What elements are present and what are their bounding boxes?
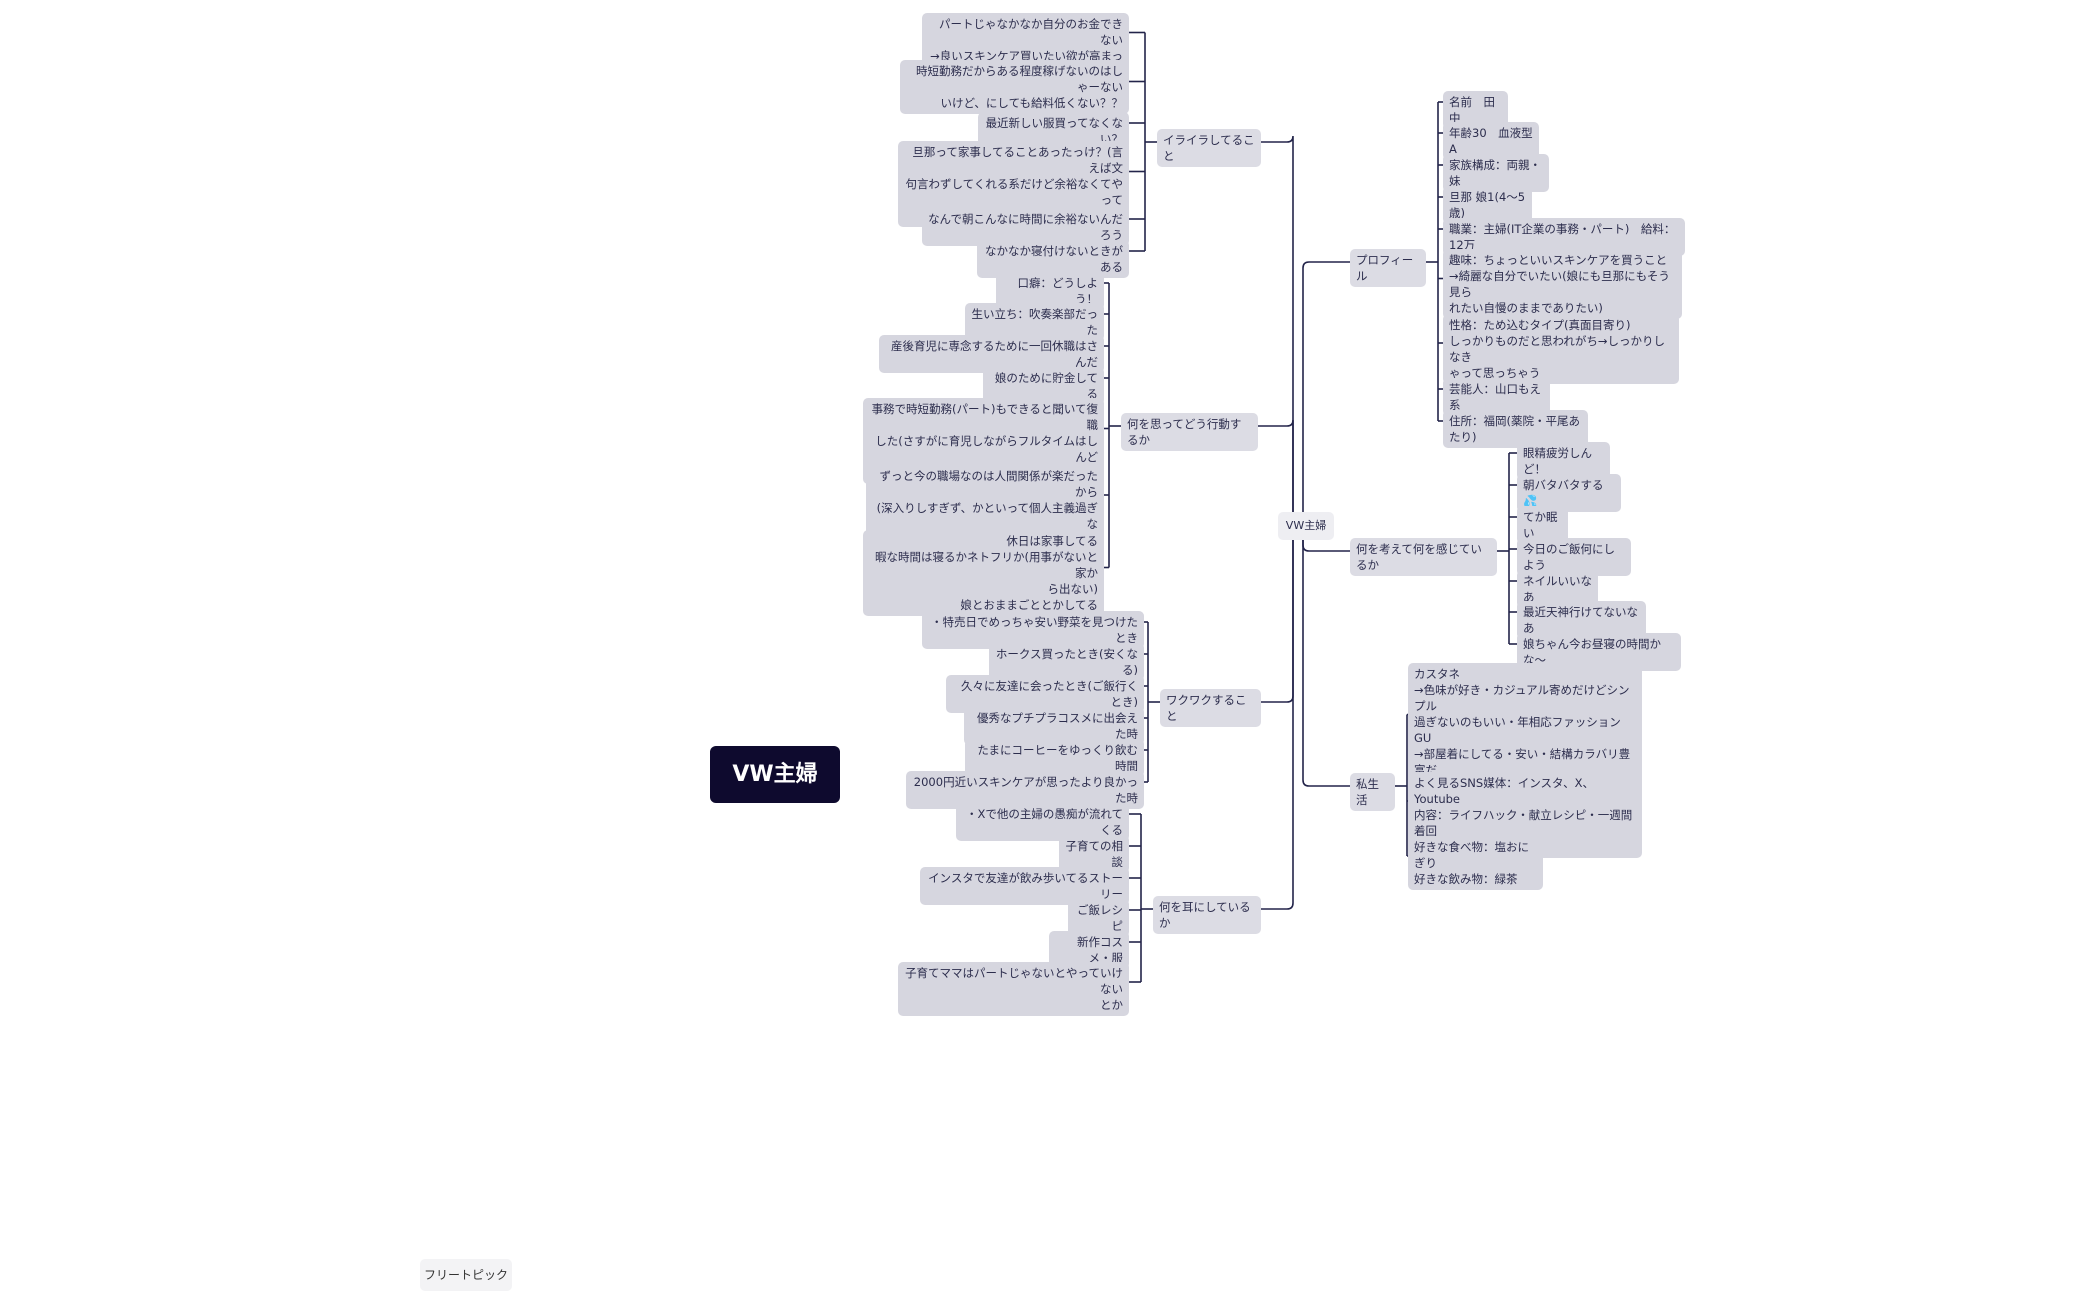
topic-mimi-2[interactable]: インスタで友達が飲み歩いてるストーリー [920, 867, 1129, 905]
topic-mimi-0[interactable]: ・Xで他の主婦の愚痴が流れてくる [956, 803, 1129, 841]
link-center-mimi [1261, 525, 1294, 910]
topic-wakuwaku-5[interactable]: 2000円近いスキンケアが思ったより良かった時 [906, 771, 1144, 809]
branch-omoi[interactable]: 何を思ってどう行動するか [1121, 413, 1258, 451]
topic-mimi-1[interactable]: 子育ての相談 [1059, 835, 1129, 873]
topic-profile-5[interactable]: 趣味：ちょっといいスキンケアを買うこと →綺麗な自分でいたい(娘にも旦那にもそう… [1443, 249, 1682, 319]
title-card[interactable]: VW主婦 [710, 746, 840, 803]
free-topic-button[interactable]: フリートピック [420, 1259, 512, 1291]
branch-kangae[interactable]: 何を考えて何を感じているか [1350, 538, 1497, 576]
link-center-private [1302, 525, 1350, 787]
topic-profile-2[interactable]: 家族構成：両親・妹 [1443, 154, 1549, 192]
topic-wakuwaku-4[interactable]: たまにコーヒーをゆっくり飲む時間 [965, 739, 1144, 777]
topic-omoi-1[interactable]: 生い立ち：吹奏楽部だった [965, 303, 1104, 341]
branch-profile[interactable]: プロフィール [1350, 249, 1426, 287]
branch-wakuwaku[interactable]: ワクワクすること [1160, 689, 1261, 727]
branch-mimi[interactable]: 何を耳にしているか [1153, 896, 1261, 934]
topic-profile-7[interactable]: 芸能人：山口もえ系 [1443, 378, 1550, 416]
topic-kangae-0[interactable]: 眼精疲労しんど！ [1517, 442, 1610, 480]
topic-wakuwaku-1[interactable]: ホークス買ったとき(安くなる) [989, 643, 1144, 681]
topic-kangae-1[interactable]: 朝バタバタする💦 [1517, 474, 1621, 512]
branch-private[interactable]: 私生活 [1350, 773, 1395, 811]
topic-kangae-3[interactable]: 今日のご飯何にしよう [1517, 538, 1631, 576]
topic-profile-3[interactable]: 旦那 娘1(4〜5歳) [1443, 186, 1532, 224]
center-node[interactable]: VW主婦 [1278, 512, 1334, 540]
link-center-profile [1302, 261, 1350, 527]
topic-kangae-2[interactable]: てか眠い [1517, 506, 1568, 544]
topic-wakuwaku-3[interactable]: 優秀なプチプラコスメに出会えた時 [964, 707, 1144, 745]
topic-mimi-3[interactable]: ご飯レシピ [1068, 899, 1129, 937]
topic-wakuwaku-0[interactable]: ・特売日でめっちゃ安い野菜を見つけたとき [922, 611, 1144, 649]
topic-mimi-5[interactable]: 子育てママはパートじゃないとやっていけない とか [898, 962, 1129, 1016]
branch-iraira[interactable]: イライラしてること [1157, 129, 1261, 167]
topic-profile-6[interactable]: 性格：ため込むタイプ(真面目寄り) しっかりものだと思われがち→しっかりしなき … [1443, 314, 1679, 384]
topic-profile-8[interactable]: 住所：福岡(薬院・平尾あたり) [1443, 410, 1588, 448]
link-center-wakuwaku [1261, 525, 1294, 703]
topic-private-2[interactable]: 好きな食べ物：塩おにぎり 好きな飲み物：緑茶 [1408, 836, 1543, 890]
topic-omoi-6[interactable]: 休日は家事してる 暇な時間は寝るかネトフリか(用事がないと家か ら出ない) 娘と… [863, 530, 1104, 616]
topic-omoi-2[interactable]: 産後育児に専念するために一回休職はさんだ [879, 335, 1104, 373]
topic-iraira-5[interactable]: なかなか寝付けないときがある [977, 240, 1129, 278]
topic-iraira-4[interactable]: なんで朝こんなに時間に余裕ないんだろう [922, 208, 1129, 246]
topic-profile-1[interactable]: 年齢30 血液型A [1443, 122, 1539, 160]
link-center-omoi [1258, 419, 1294, 527]
topic-wakuwaku-2[interactable]: 久々に友達に会ったとき(ご飯行くとき) [946, 675, 1144, 713]
topic-iraira-1[interactable]: 時短勤務だからある程度稼げないのはしゃーない いけど、にしても給料低くない？？ [900, 60, 1129, 114]
link-center-iraira [1261, 135, 1294, 527]
topic-kangae-5[interactable]: 最近天神行けてないなあ [1517, 601, 1646, 639]
